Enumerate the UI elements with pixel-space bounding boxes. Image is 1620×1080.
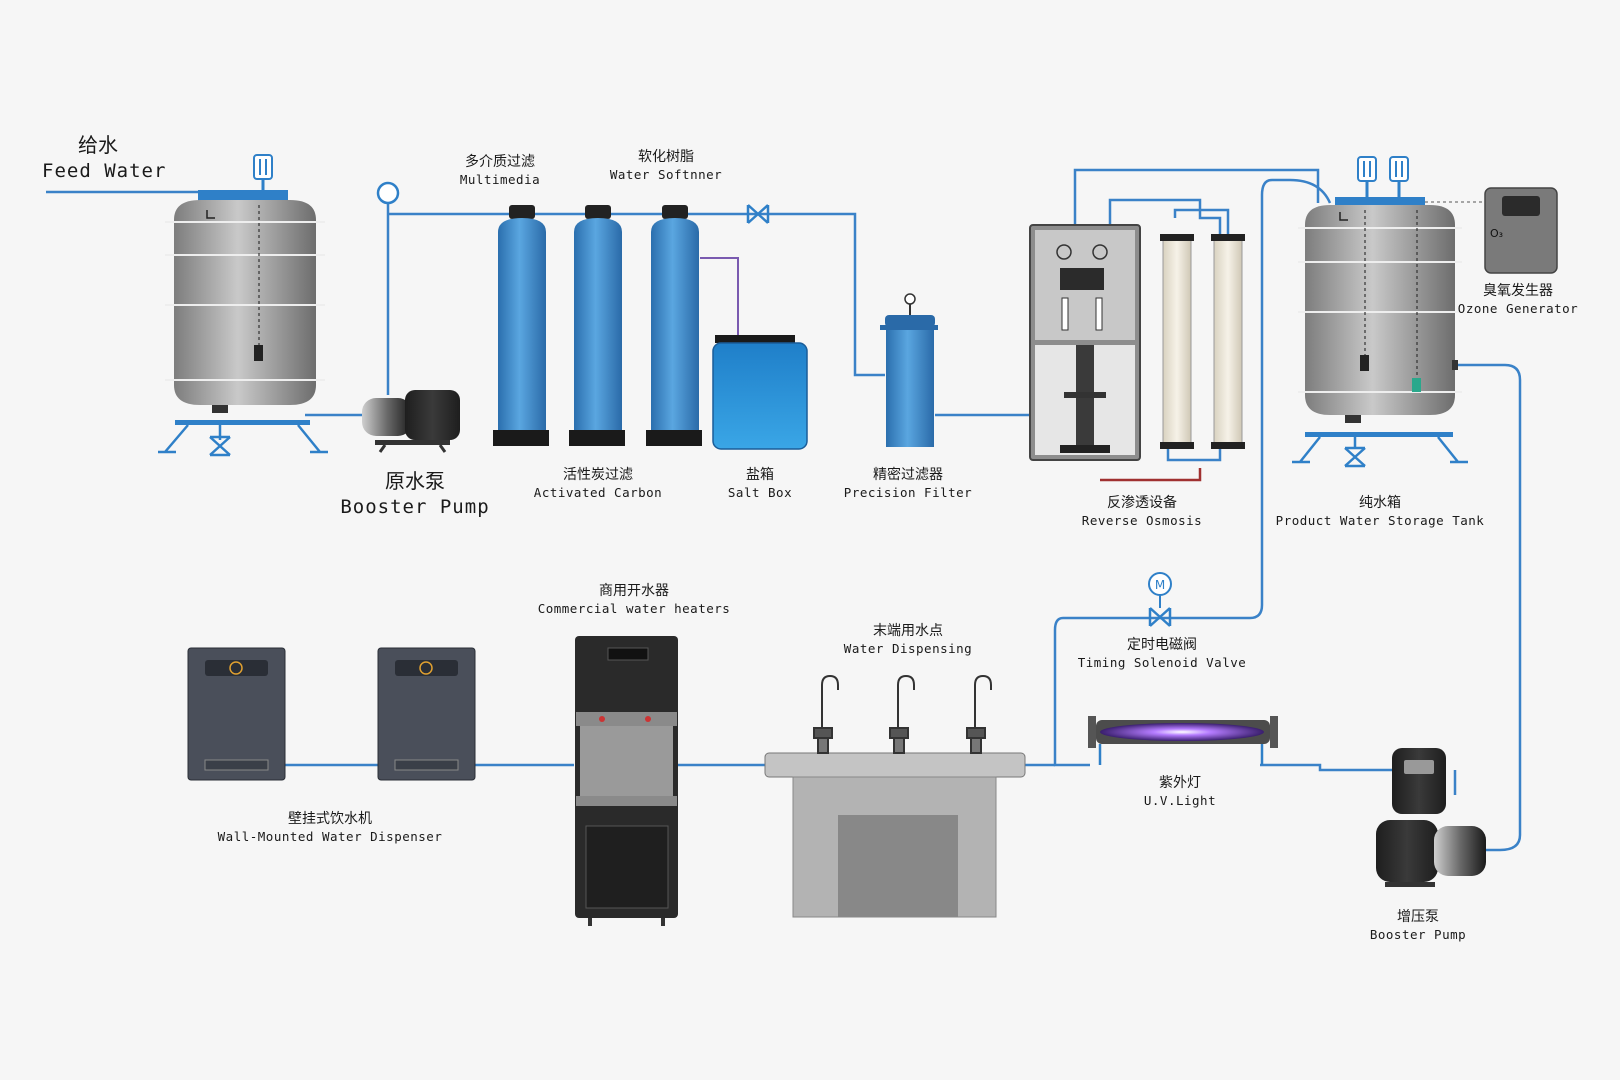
booster-pump-1-label: 原水泵 Booster Pump [340, 469, 490, 518]
salt-box [712, 335, 808, 450]
salt-box-label: 盐箱 Salt Box [727, 467, 793, 500]
multimedia-label: 多介质过滤 Multimedia [459, 154, 541, 187]
storage-tank-label: 纯水箱 Product Water Storage Tank [1275, 495, 1485, 528]
faucet-icon [966, 674, 992, 754]
water-dispensing-station [764, 674, 1026, 918]
water-softener-label: 软化树脂 Water Softnner [609, 149, 723, 182]
pipes [46, 168, 1522, 852]
brine-line [700, 257, 739, 340]
commercial-heater-label: 商用开水器 Commercial water heaters [537, 583, 731, 616]
ozone-symbol: O₃ [1490, 227, 1503, 240]
pressure-gauge-icon [376, 181, 400, 205]
timing-solenoid-valve-label: 定时电磁阀 Timing Solenoid Valve [1077, 637, 1247, 670]
feed-water-tank [158, 154, 328, 457]
wall-mounted-dispenser-1 [187, 647, 286, 781]
activated-carbon-filter [569, 205, 625, 446]
reverse-osmosis-unit [1029, 224, 1245, 461]
pipe-tank-to-pump2 [1455, 363, 1522, 852]
pipe-uv-to-pump2 [1260, 763, 1400, 772]
timing-solenoid-valve: M [1148, 572, 1172, 627]
water-dispensing-label: 末端用水点 Water Dispensing [843, 623, 973, 656]
reverse-osmosis-label: 反渗透设备 Reverse Osmosis [1081, 495, 1203, 528]
uv-light-label: 紫外灯 U.V.Light [1143, 775, 1217, 808]
feed-water-label: 给水 Feed Water [42, 133, 167, 182]
precision-filter [880, 293, 938, 447]
multimedia-filter [493, 205, 549, 446]
commercial-water-heater [575, 636, 678, 926]
booster-pump-1 [362, 181, 460, 453]
valve-icon [746, 204, 770, 224]
pipe-membrane-bottom [1166, 448, 1222, 462]
motor-symbol: M [1155, 578, 1165, 592]
pipe-filter-line [388, 212, 885, 377]
activated-carbon-label: 活性炭过滤 Activated Carbon [533, 467, 663, 500]
uv-light [1088, 716, 1278, 765]
drain-line [1100, 468, 1202, 482]
precision-filter-label: 精密过滤器 Precision Filter [843, 467, 973, 500]
pipe-ro-to-tank [1073, 168, 1320, 225]
product-water-storage-tank [1292, 156, 1468, 468]
faucet-icon [889, 674, 915, 754]
booster-pump-2-label: 增压泵 Booster Pump [1369, 909, 1467, 942]
wall-dispenser-label: 壁挂式饮水机 Wall-Mounted Water Dispenser [217, 811, 443, 844]
water-softener-filter [646, 205, 702, 446]
pipe-tank-return [1053, 178, 1332, 767]
ozone-generator: O₃ [1484, 187, 1558, 274]
wall-mounted-dispenser-2 [377, 647, 476, 781]
ozone-generator-label: 臭氧发生器 Ozone Generator [1457, 283, 1579, 316]
faucet-icon [813, 674, 839, 754]
pipe-ro-membrane-2 [1173, 208, 1230, 238]
booster-pump-2 [1376, 748, 1486, 887]
